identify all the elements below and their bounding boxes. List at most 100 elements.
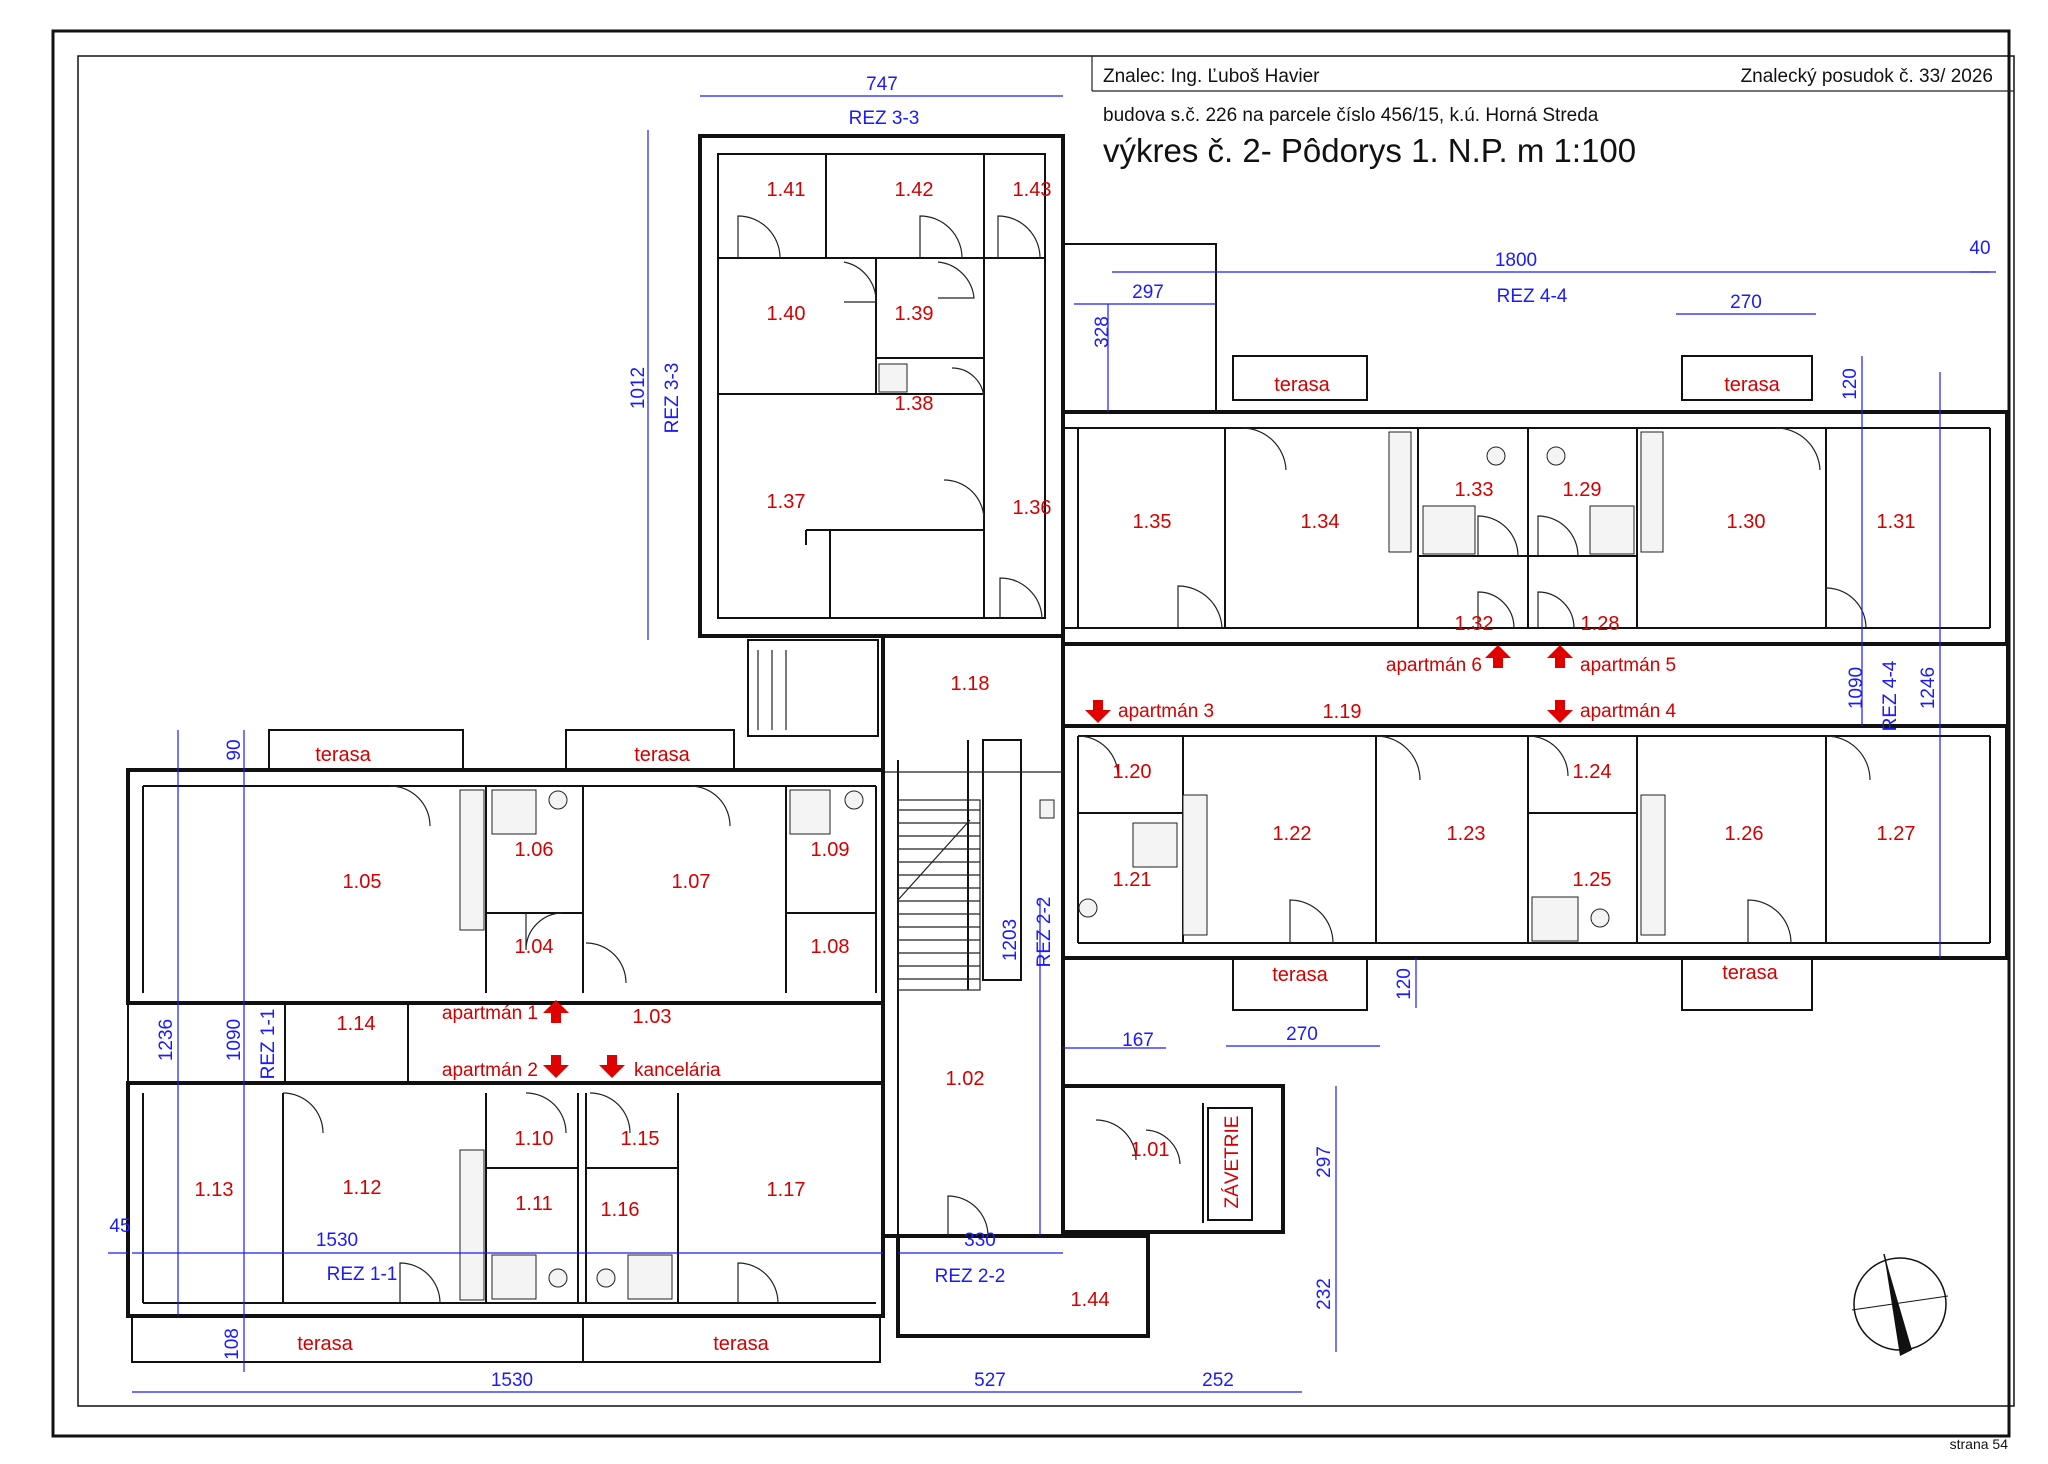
apartment-1-label: apartmán 1 [442, 1003, 538, 1024]
dimension-value: 232 [1314, 1278, 1335, 1310]
room-label: 1.25 [1573, 869, 1612, 891]
sanitary-fixtures [459, 363, 1666, 1301]
room-label: 1.24 [1573, 761, 1612, 783]
terrace-ne1 [1232, 355, 1368, 401]
room-label: 1.18 [951, 673, 990, 695]
dimension-value: 1090 [1846, 667, 1867, 709]
room-label: 1.08 [811, 936, 850, 958]
dimension-value: 1530 [491, 1370, 533, 1391]
report-number: Znalecký posudok č. 33/ 2026 [1741, 66, 1993, 87]
room-label: 1.19 [1323, 701, 1362, 723]
room-label: 1.41 [767, 179, 806, 201]
terrace-nc [565, 729, 735, 771]
shower-tray [627, 1254, 673, 1300]
toilet [1546, 446, 1566, 466]
toilet [844, 790, 864, 810]
shower-tray [1531, 896, 1579, 942]
apartment-6-label: apartmán 6 [1386, 655, 1482, 676]
staircase [757, 650, 981, 991]
room-labels: 1.01 1.02 1.03 1.04 1.05 1.06 1.07 1.08 … [195, 179, 1916, 1311]
section-label: REZ 2-2 [1034, 897, 1055, 968]
section-labels: REZ 3-3 REZ 3-3 REZ 4-4 REZ 4-4 REZ 1-1 … [258, 108, 1901, 1287]
dimension-value: 297 [1314, 1146, 1335, 1178]
dimension-value: 270 [1730, 292, 1762, 313]
room-label: 1.16 [601, 1199, 640, 1221]
terrace-sw2 [582, 1315, 881, 1363]
entry-arrow [1485, 645, 1511, 668]
dimension-value: 527 [974, 1370, 1006, 1391]
vestibule-label: ZÁVETRIE [1222, 1116, 1243, 1209]
dimension-value: 328 [1092, 316, 1113, 348]
shower-tray [789, 789, 831, 835]
room-label: 1.26 [1725, 823, 1764, 845]
toilet [1078, 898, 1098, 918]
room-label: 1.37 [767, 491, 806, 513]
terrace-label: terasa [297, 1333, 353, 1355]
shower-tray [491, 1254, 537, 1300]
apartment-5-label: apartmán 5 [1580, 655, 1676, 676]
dimension-value: 1012 [628, 367, 649, 409]
dimension-value: 1203 [1000, 919, 1021, 961]
shower-tray [878, 363, 908, 393]
room-label: 1.30 [1727, 511, 1766, 533]
room-label: 1.44 [1071, 1289, 1110, 1311]
dimension-lines [108, 95, 1996, 1393]
building-description: budova s.č. 226 na parcele číslo 456/15,… [1103, 105, 1599, 126]
terrace-label: terasa [1274, 374, 1330, 396]
toilet [548, 790, 568, 810]
terrace-label: terasa [315, 744, 371, 766]
dimension-value: 297 [1132, 282, 1164, 303]
terrace-label: terasa [1722, 962, 1778, 984]
room-label: 1.14 [337, 1013, 376, 1035]
entry-arrow [543, 1055, 569, 1078]
dimension-value: 1530 [316, 1230, 358, 1251]
sheet-inner-frame [77, 55, 2015, 1407]
dimension-value: 1090 [224, 1019, 245, 1061]
section-label: REZ 3-3 [662, 363, 683, 434]
sheet-outer-frame [51, 29, 2011, 1438]
section-label: REZ 1-1 [258, 1009, 279, 1080]
room-label: 1.11 [515, 1193, 552, 1215]
room-label: 1.15 [621, 1128, 660, 1150]
terraces [131, 355, 1813, 1363]
terrace-label: terasa [1724, 374, 1780, 396]
walls [126, 134, 2009, 1338]
title-block: Znalec: Ing. Ľuboš Havier Znalecký posud… [1091, 56, 2014, 169]
kitchen-unit [1640, 794, 1666, 936]
toilet [596, 1268, 616, 1288]
room-label: 1.22 [1273, 823, 1312, 845]
kitchen-unit [1640, 431, 1664, 553]
dimension-value: 90 [224, 739, 245, 760]
north-arrow-icon [1851, 1253, 1949, 1356]
section-label: REZ 4-4 [1880, 660, 1901, 731]
dimension-value: 747 [866, 74, 898, 95]
room-label: 1.01 [1131, 1139, 1170, 1161]
office-label: kancelária [634, 1060, 721, 1081]
room-label: 1.12 [343, 1177, 382, 1199]
room-label: 1.39 [895, 303, 934, 325]
section-label: REZ 4-4 [1497, 286, 1568, 307]
room-label: 1.09 [811, 839, 850, 861]
entry-arrow [1547, 645, 1573, 668]
toilet [1590, 908, 1610, 928]
shower-tray [1589, 505, 1635, 555]
room-label: 1.07 [672, 871, 711, 893]
drawing-title: výkres č. 2- Pôdorys 1. N.P. m 1:100 [1103, 132, 1636, 169]
room-label: 1.43 [1013, 179, 1052, 201]
dimension-value: 1246 [1918, 667, 1939, 709]
section-label: REZ 1-1 [327, 1264, 398, 1285]
terrace-ne2 [1681, 355, 1813, 401]
dimension-value: 40 [1969, 238, 1990, 259]
kitchen-unit [459, 1149, 485, 1301]
dimension-value: 330 [964, 1230, 996, 1251]
shower-tray [1422, 505, 1476, 555]
dimension-value: 252 [1202, 1370, 1234, 1391]
apartment-2-label: apartmán 2 [442, 1060, 538, 1081]
shower-tray [491, 789, 537, 835]
room-label: 1.02 [946, 1068, 985, 1090]
terrace-labels: terasa terasa terasa terasa terasa teras… [297, 374, 1780, 1355]
terrace-label: terasa [713, 1333, 769, 1355]
apartment-3-label: apartmán 3 [1118, 701, 1214, 722]
terrace-nw [268, 729, 464, 771]
room-label: 1.21 [1113, 869, 1152, 891]
